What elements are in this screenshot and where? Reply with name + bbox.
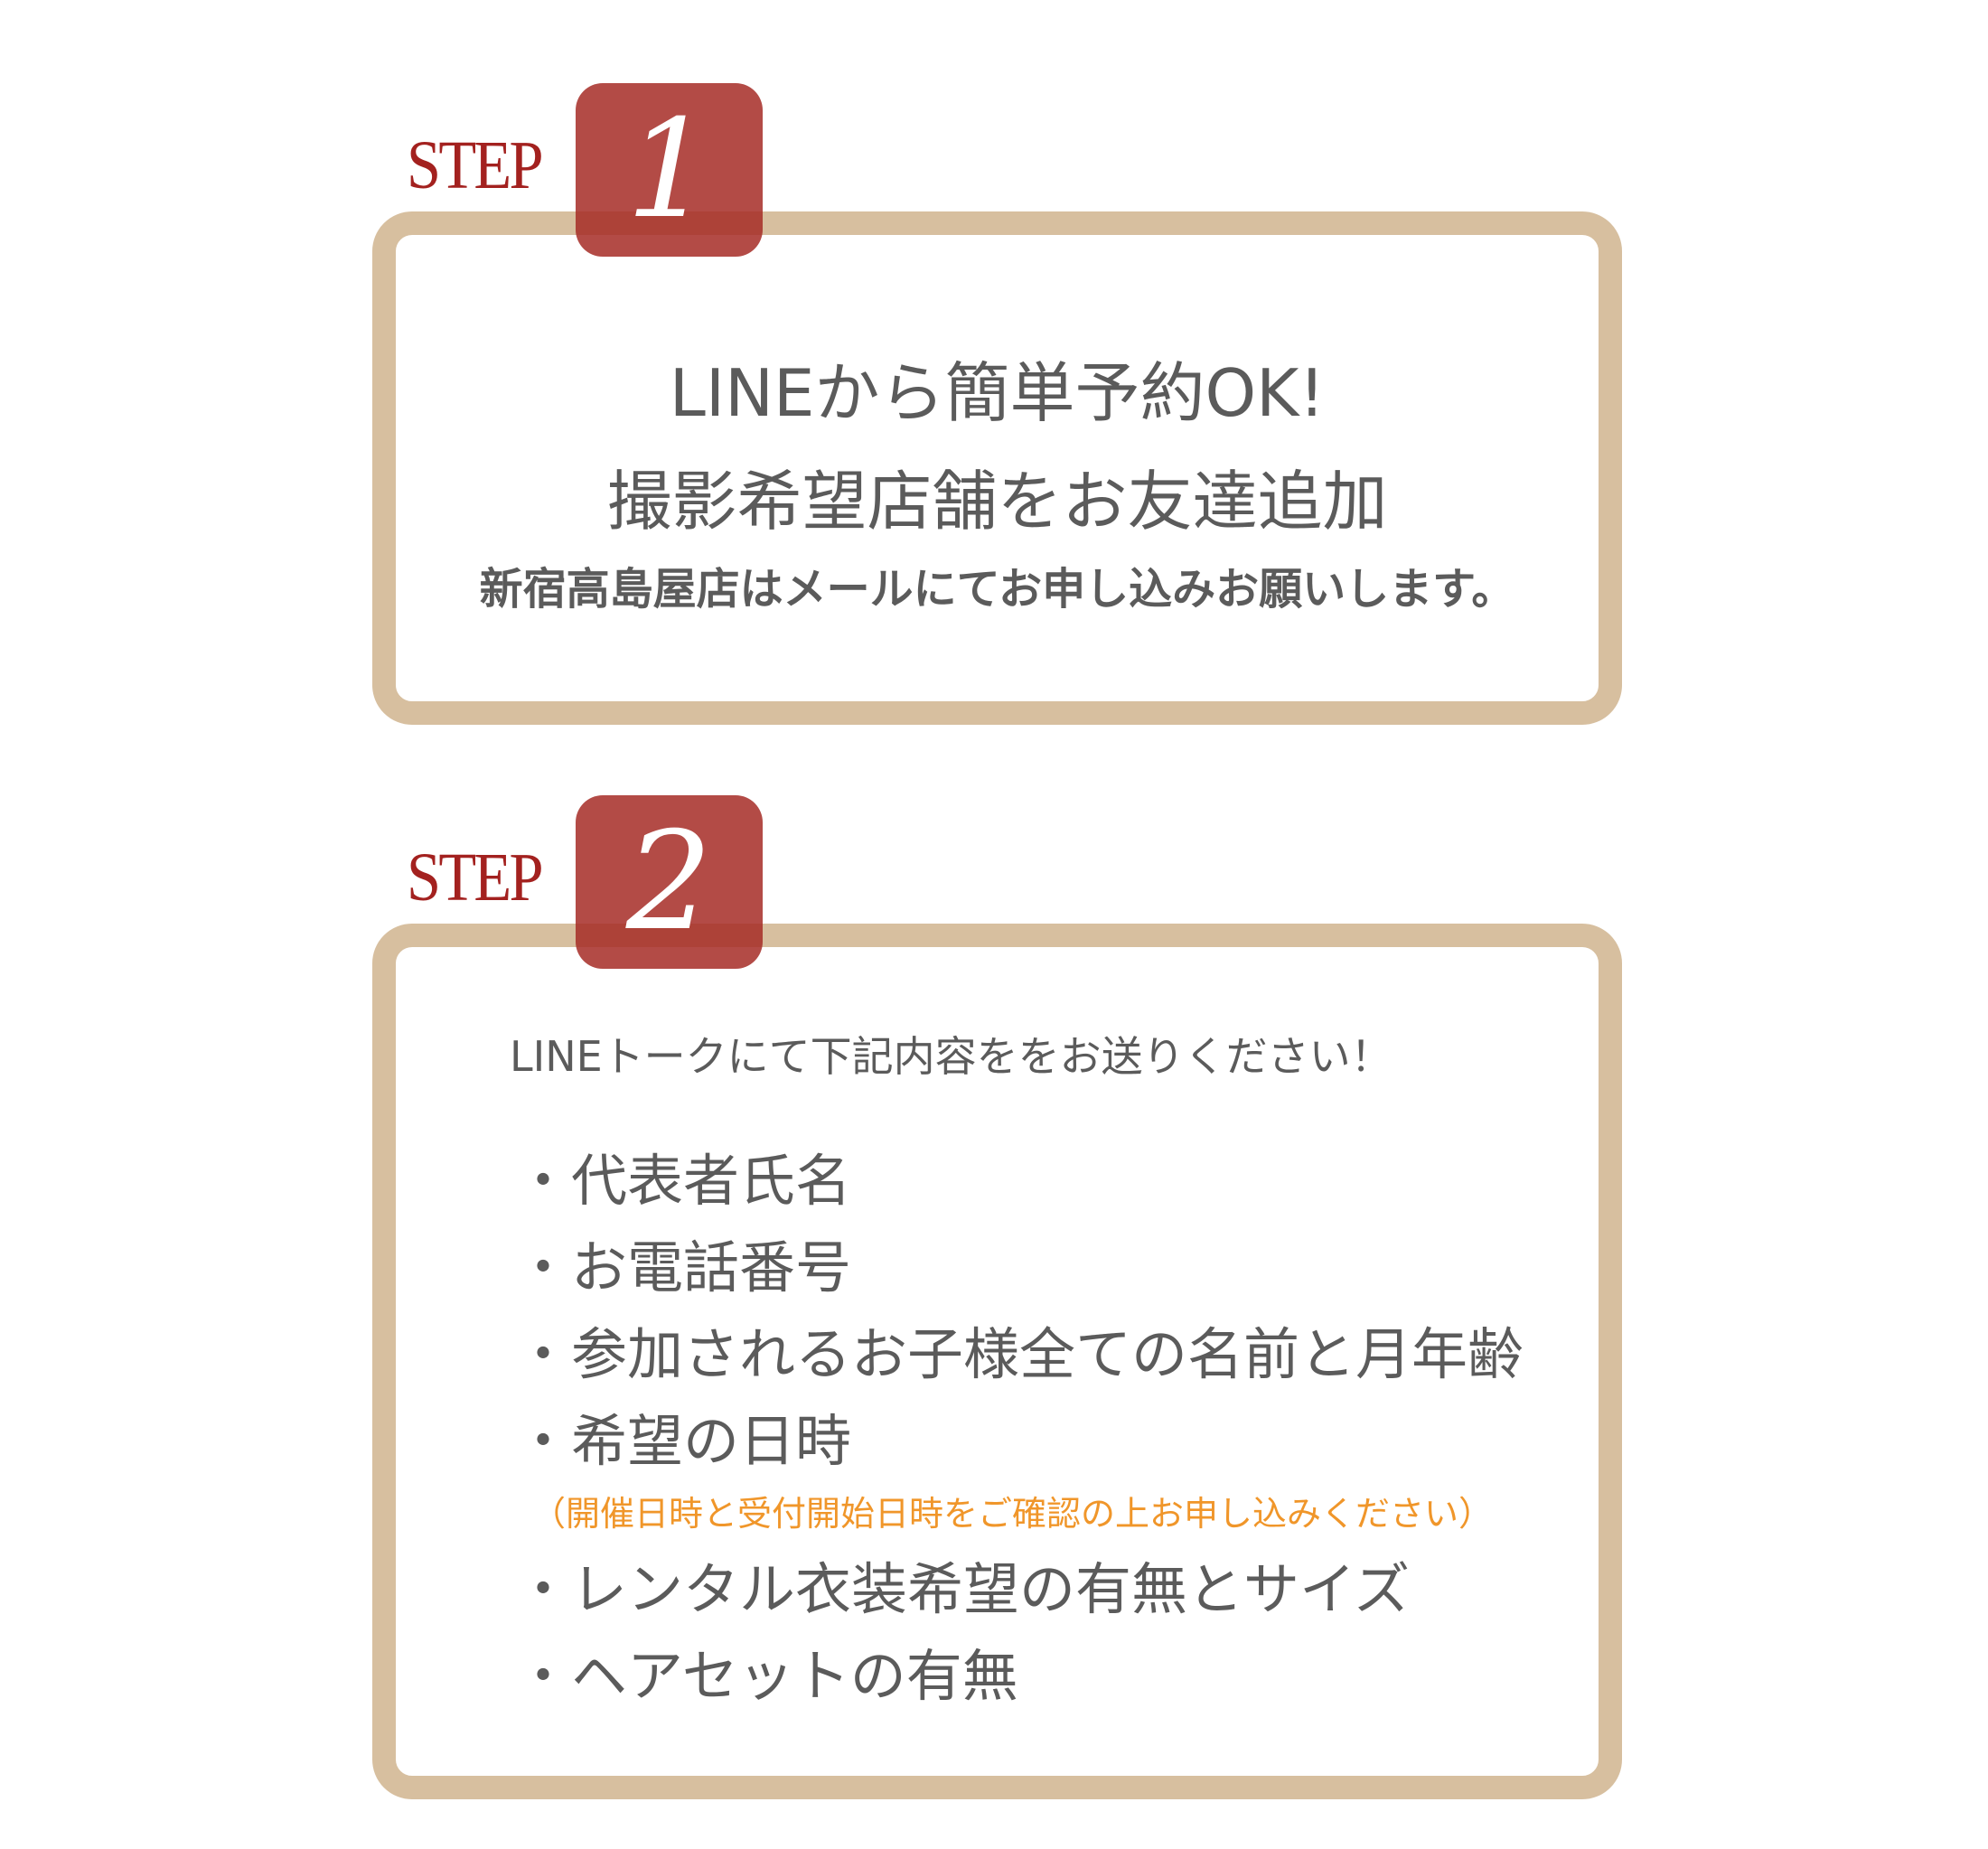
step2-card: LINEトークにて下記内容ををお送りください！ ・代表者氏名 ・お電話番号 ・参… xyxy=(372,924,1622,1799)
list-item: ・ヘアセットの有無 xyxy=(515,1643,1018,1709)
step2-number-badge: 2 xyxy=(576,795,763,969)
step1-subheadline: 撮影希望店舗をお友達追加 xyxy=(606,464,1388,540)
list-item: ・代表者氏名 xyxy=(515,1148,852,1214)
datetime-note: （開催日時と受付開始日時をご確認の上お申し込みください） xyxy=(531,1494,1494,1534)
step1-label: STEP xyxy=(407,127,544,203)
step2-intro: LINEトークにて下記内容ををお送りください！ xyxy=(510,1032,1393,1081)
step1-number-badge: 1 xyxy=(576,83,763,257)
list-item: ・お電話番号 xyxy=(515,1234,852,1300)
step1-note: 新宿高島屋店はメールにてお申し込みお願いします。 xyxy=(479,564,1515,615)
step1-headline: LINEから簡単予約OK! xyxy=(669,355,1326,431)
list-item: ・参加されるお子様全ての名前と月年齢 xyxy=(515,1321,1524,1387)
list-item: ・希望の日時 xyxy=(515,1408,852,1474)
step1-card: LINEから簡単予約OK! 撮影希望店舗をお友達追加 新宿高島屋店はメールにてお… xyxy=(372,211,1622,725)
list-item: ・レンタル衣装希望の有無とサイズ xyxy=(515,1556,1411,1622)
step2-label: STEP xyxy=(407,840,544,915)
